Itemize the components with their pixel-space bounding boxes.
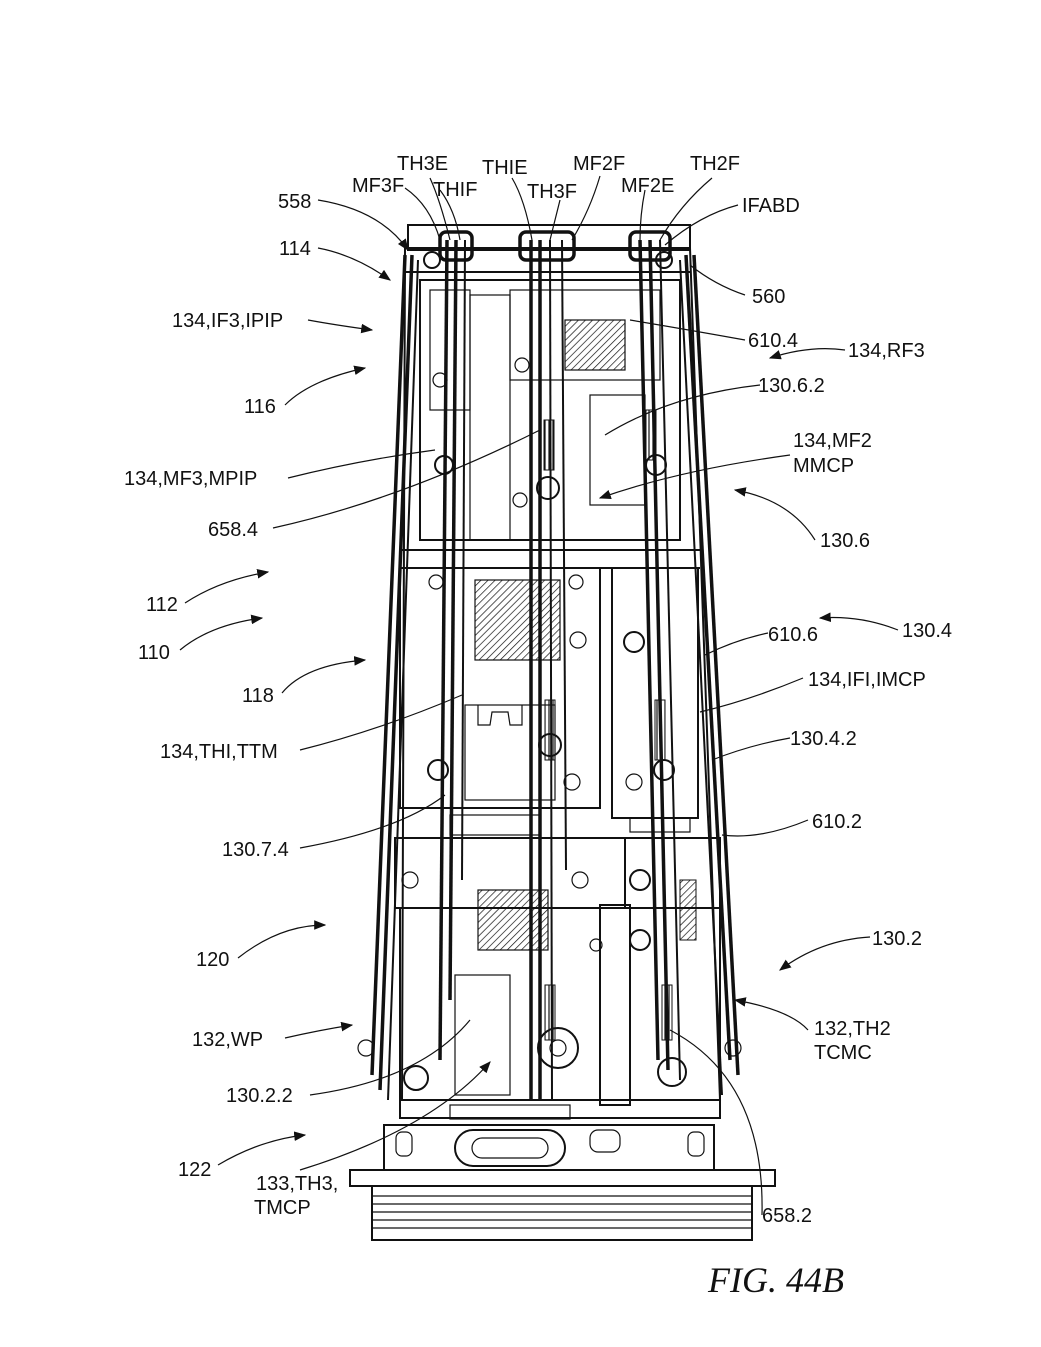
- label-TH3E: TH3E: [397, 153, 448, 175]
- label-130-6: 130.6: [820, 530, 870, 552]
- label-610-2: 610.2: [812, 811, 862, 833]
- middle-finger-module: [399, 567, 699, 836]
- label-THIE: THIE: [482, 157, 528, 179]
- label-TH2F: TH2F: [690, 153, 740, 175]
- label-658-4: 658.4: [208, 519, 258, 541]
- label-MF3F: MF3F: [352, 175, 404, 197]
- label-558: 558: [278, 191, 311, 213]
- label-132-WP: 132,WP: [192, 1029, 263, 1051]
- label-130-2: 130.2: [872, 928, 922, 950]
- label-112: 112: [146, 594, 178, 616]
- label-130-2-2: 130.2.2: [226, 1085, 293, 1107]
- label-133-TH3: 133,TH3,: [256, 1173, 338, 1195]
- label-THIF: THIF: [433, 179, 477, 201]
- label-610-6: 610.6: [768, 624, 818, 646]
- label-MF2E: MF2E: [621, 175, 674, 197]
- label-IFABD: IFABD: [742, 195, 800, 217]
- label-TCMC: TCMC: [814, 1042, 872, 1064]
- label-TH3F: TH3F: [527, 181, 577, 203]
- label-MMCP: MMCP: [793, 455, 854, 477]
- label-134-RF3: 134,RF3: [848, 340, 925, 362]
- right-tendons: [679, 254, 740, 1096]
- label-130-6-2: 130.6.2: [758, 375, 825, 397]
- figure-label: FIG. 44B: [707, 1260, 844, 1300]
- label-130-4: 130.4: [902, 620, 952, 642]
- label-610-4: 610.4: [748, 330, 798, 352]
- leader-lines: [179, 175, 899, 1216]
- top-pulley-row: [407, 224, 691, 269]
- label-122: 122: [178, 1159, 211, 1181]
- label-116: 116: [244, 396, 276, 418]
- label-134-THI-TTM: 134,THI,TTM: [160, 741, 278, 763]
- label-658-2: 658.2: [762, 1205, 812, 1227]
- left-tendons: [370, 254, 419, 1101]
- label-130-7-4: 130.7.4: [222, 839, 289, 861]
- lower-thumb-module: [357, 837, 742, 1120]
- label-120: 120: [196, 949, 229, 971]
- label-118: 118: [242, 685, 274, 707]
- lower-housing: [383, 1124, 715, 1171]
- label-TMCP: TMCP: [254, 1197, 311, 1219]
- reference-labels: TH3E MF3F THIF THIE TH3F MF2F MF2E TH2F …: [124, 153, 952, 1300]
- label-560: 560: [752, 286, 785, 308]
- robotic-hand-assembly: [349, 224, 776, 1241]
- label-130-4-2: 130.4.2: [790, 728, 857, 750]
- label-134-MF2: 134,MF2: [793, 430, 872, 452]
- label-134-MF3-MPIP: 134,MF3,MPIP: [124, 468, 257, 490]
- label-134-IF3-IPIP: 134,IF3,IPIP: [172, 310, 283, 332]
- central-tendons: [438, 239, 681, 1101]
- label-114: 114: [279, 238, 311, 260]
- base-plate: [349, 1169, 776, 1241]
- label-132-TH2: 132,TH2: [814, 1018, 891, 1040]
- label-MF2F: MF2F: [573, 153, 625, 175]
- label-134-IFI-IMCP: 134,IFI,IMCP: [808, 669, 926, 691]
- label-110: 110: [138, 642, 170, 664]
